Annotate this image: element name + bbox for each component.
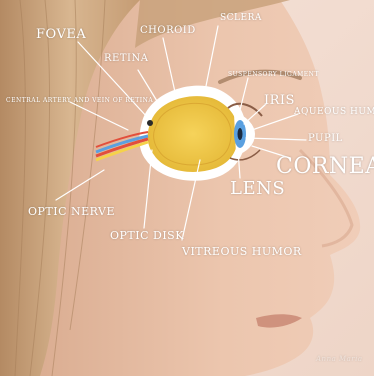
label-aqueous-humor: AQUEOUS HUMOR: [294, 108, 374, 117]
label-lens: LENS: [230, 180, 285, 198]
label-iris: IRIS: [264, 94, 295, 107]
fovea-dot: [147, 120, 153, 126]
label-optic-nerve: OPTIC NERVE: [28, 206, 115, 217]
label-optic-disk: OPTIC DISK: [110, 230, 184, 241]
label-pupil: PUPIL: [308, 134, 343, 144]
label-central-artery-vein: CENTRAL ARTERY AND VEIN OF RETINA: [6, 98, 153, 104]
label-vitreous-humor: VITREOUS HUMOR: [182, 246, 302, 257]
label-cornea: CORNEA: [276, 156, 374, 178]
label-fovea: FOVEA: [36, 28, 86, 41]
artist-signature: Anna Maria: [316, 356, 363, 363]
label-sclera: SCLERA: [220, 14, 262, 23]
label-choroid: CHOROID: [140, 26, 196, 36]
label-retina: RETINA: [104, 54, 148, 64]
label-suspensory-ligament: SUSPENSORY LIGAMENT: [228, 72, 319, 78]
pupil-shape: [238, 128, 243, 140]
